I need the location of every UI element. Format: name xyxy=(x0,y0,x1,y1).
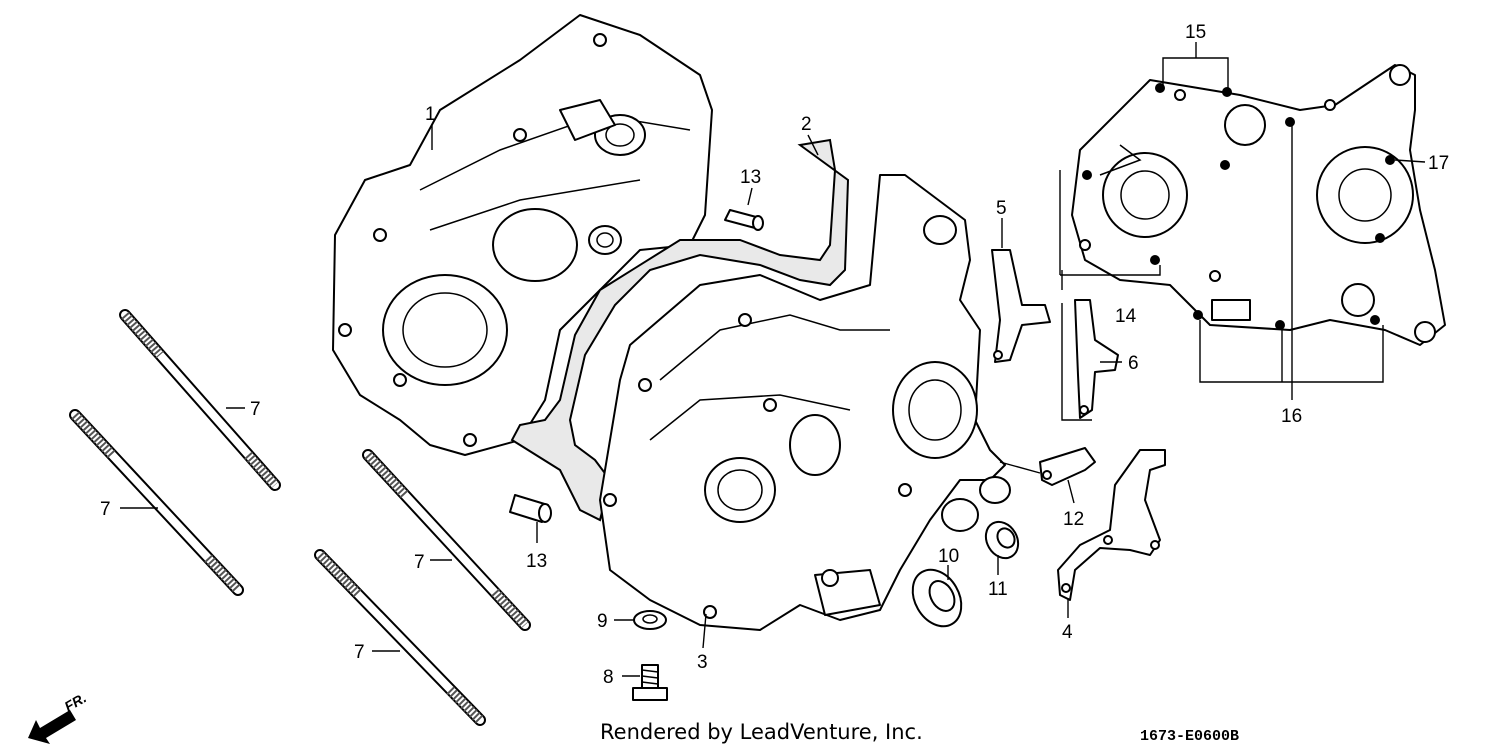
callout-17: 17 xyxy=(1428,153,1449,174)
callout-5: 5 xyxy=(996,198,1007,219)
clamp-stay-12[interactable] xyxy=(1039,447,1096,486)
direction-label: FR. xyxy=(62,689,90,714)
oil-seal[interactable] xyxy=(903,561,971,635)
stud-bolt-b[interactable] xyxy=(69,409,244,596)
dowel-pin-lower[interactable] xyxy=(509,494,552,523)
leader-lines xyxy=(120,42,1426,677)
render-credit: Rendered by LeadVenture, Inc. xyxy=(600,720,923,744)
right-crankcase-half[interactable] xyxy=(599,174,1011,631)
callout-1: 1 xyxy=(425,104,436,125)
callout-7-b: 7 xyxy=(100,499,111,520)
bearing[interactable] xyxy=(980,516,1025,564)
callout-2: 2 xyxy=(801,114,812,135)
callout-7-a: 7 xyxy=(250,399,261,420)
callout-7-c: 7 xyxy=(414,552,425,573)
sealing-washer[interactable] xyxy=(633,610,667,630)
crankcase-gasket[interactable] xyxy=(510,138,850,522)
callout-3: 3 xyxy=(697,652,708,673)
cable-clamp-6[interactable] xyxy=(1074,299,1119,419)
callout-13-lower: 13 xyxy=(526,551,547,572)
callout-6: 6 xyxy=(1128,353,1139,374)
callout-9: 9 xyxy=(597,611,608,632)
callout-14: 14 xyxy=(1115,306,1137,327)
dowel-pin-upper[interactable] xyxy=(724,209,764,231)
callout-4: 4 xyxy=(1062,622,1073,643)
diagram-code: 1673-E0600B xyxy=(1140,728,1239,745)
stud-bolt-c[interactable] xyxy=(362,449,531,631)
callout-10: 10 xyxy=(938,546,959,567)
callout-7-d: 7 xyxy=(354,642,365,663)
callout-8: 8 xyxy=(603,667,614,688)
left-crankcase-half[interactable] xyxy=(332,14,713,456)
front-direction-arrow: FR. xyxy=(28,689,89,744)
callout-12: 12 xyxy=(1063,509,1084,530)
stud-bolt-d[interactable] xyxy=(314,549,486,726)
callout-15: 15 xyxy=(1185,22,1206,43)
cable-clamp-5[interactable] xyxy=(991,249,1051,363)
crankcase-cover-panel[interactable] xyxy=(1071,64,1446,346)
stud-bolt-a[interactable] xyxy=(119,309,281,491)
callout-16: 16 xyxy=(1281,406,1302,427)
callout-labels: 1 2 13 3 5 6 14 7 7 7 7 13 9 8 10 11 12 … xyxy=(100,22,1449,688)
callout-13-upper: 13 xyxy=(740,167,761,188)
arm-plate-4[interactable] xyxy=(1057,449,1166,601)
drain-bolt[interactable] xyxy=(632,664,668,701)
callout-11: 11 xyxy=(988,579,1008,600)
